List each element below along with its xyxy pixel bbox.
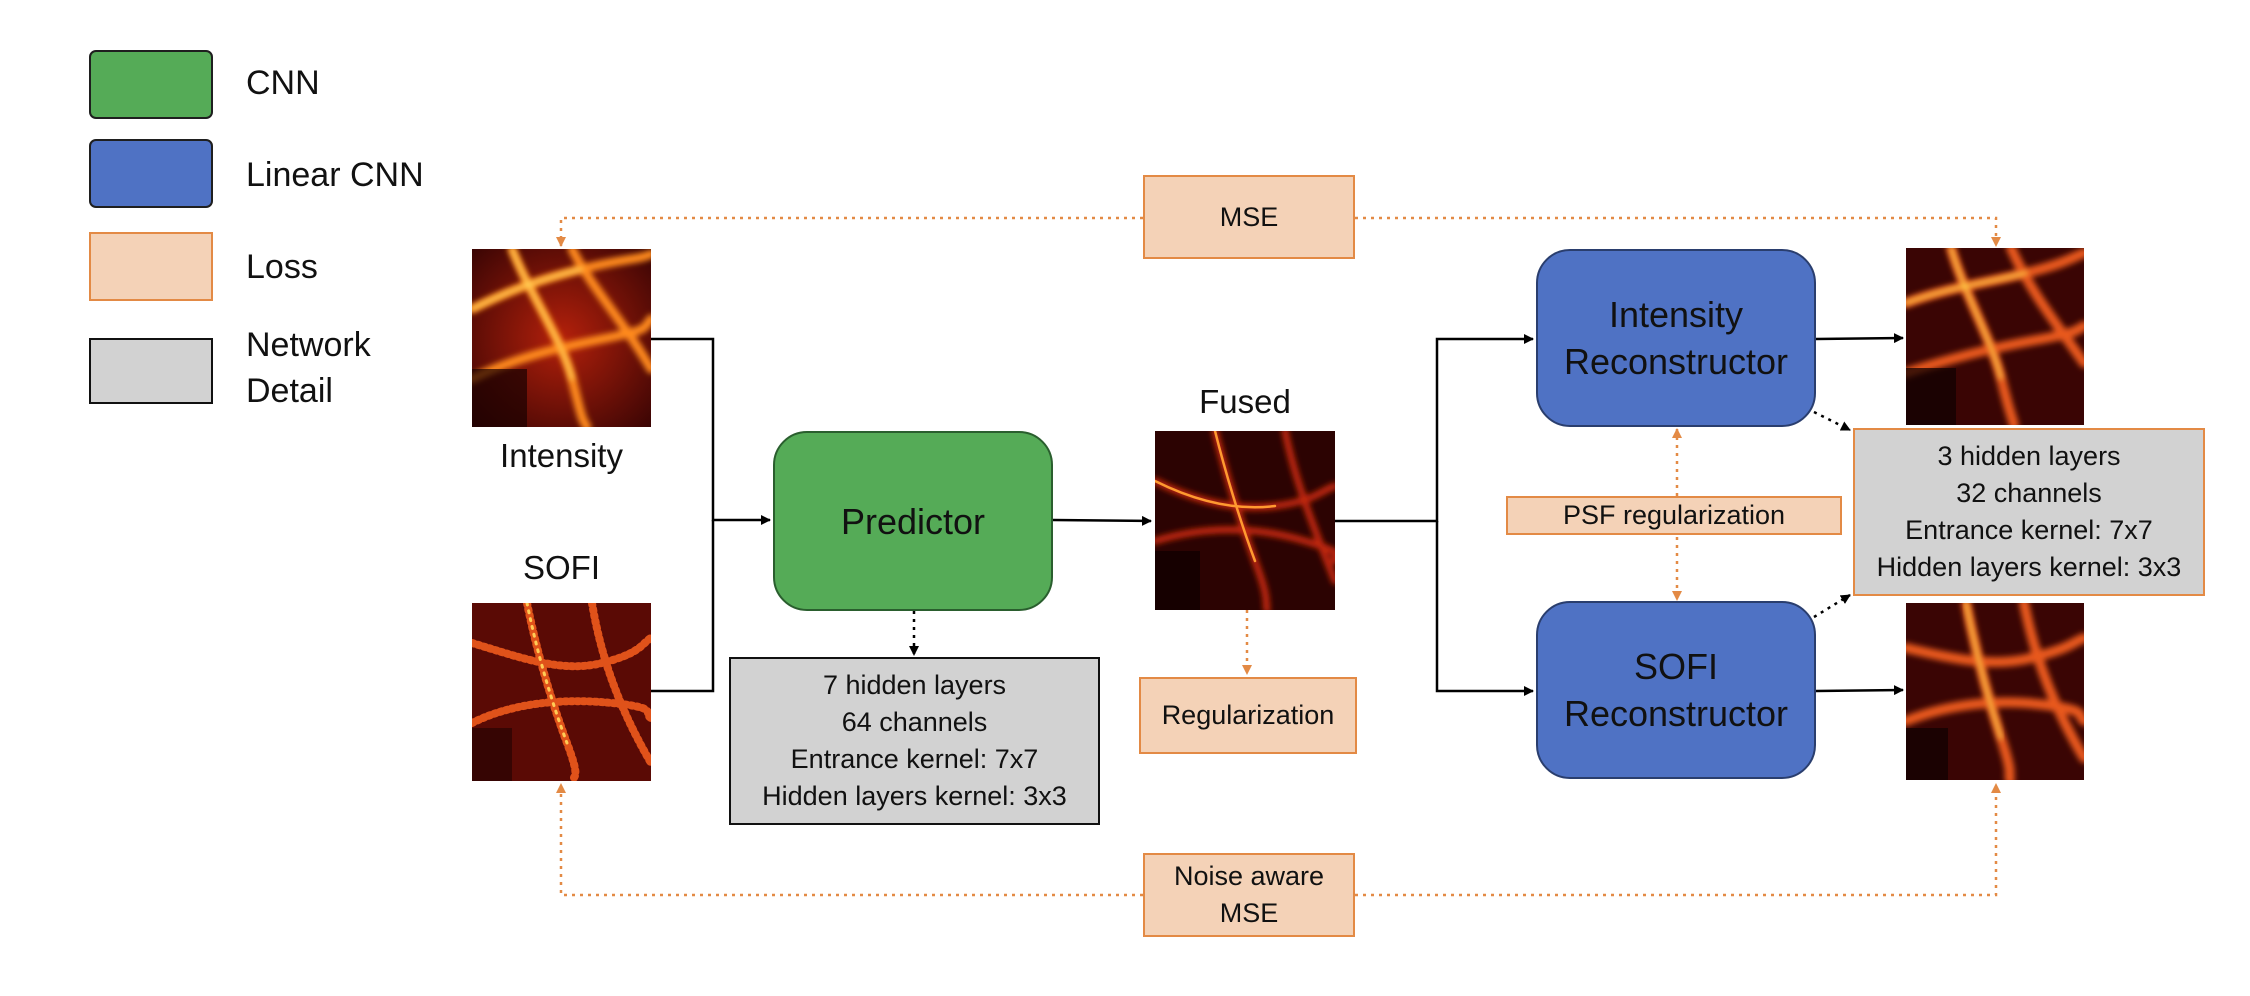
- predictor-node: Predictor: [773, 431, 1053, 611]
- legend-swatch-network-detail: [89, 338, 213, 404]
- reconstructor-detail-line-2: 32 channels: [1956, 478, 2102, 508]
- sofi-reconstructor-line-1: SOFI: [1633, 646, 1718, 687]
- legend-label-cnn: CNN: [246, 60, 506, 106]
- sofi-caption: SOFI: [522, 549, 600, 586]
- legend-label-linear-cnn: Linear CNN: [246, 152, 506, 198]
- sofi-reconstructor-line-2: Reconstructor: [1563, 693, 1789, 734]
- legend-label-cnn-text: CNN: [246, 64, 320, 102]
- loss-line-mse-right: [1355, 216, 2001, 247]
- reconstructor-detail-box: 3 hidden layers 32 channels Entrance ker…: [1853, 428, 2205, 596]
- arrow-fused-to-intensity-reconstructor: [1335, 334, 1534, 523]
- legend-swatch-loss: [89, 232, 213, 301]
- psf-regularization-loss-box: PSF regularization: [1506, 496, 1842, 535]
- intensity-reconstructor-line-2: Reconstructor: [1563, 341, 1789, 382]
- arrow-sofi-reconstructor-to-output: [1815, 685, 1904, 696]
- loss-line-noise-right: [1355, 783, 2001, 897]
- arrow-sofi-to-predictor: [651, 520, 715, 693]
- sofi-output-image: [1906, 603, 2084, 780]
- predictor-detail-line-3: Entrance kernel: 7x7: [790, 744, 1039, 774]
- legend-swatch-linear-cnn: [89, 139, 213, 208]
- arrow-intensity-reconstructor-to-output: [1815, 333, 1904, 344]
- regularization-label: Regularization: [1161, 700, 1335, 730]
- fused-image: [1155, 431, 1335, 610]
- legend-label-loss-text: Loss: [246, 248, 318, 286]
- legend-label-network-detail-line1: Network: [246, 326, 371, 364]
- noise-aware-mse-line-1: Noise aware: [1173, 861, 1325, 891]
- legend-label-network-detail: Network Detail: [246, 322, 506, 414]
- reconstructor-detail-line-3: Entrance kernel: 7x7: [1905, 515, 2153, 545]
- predictor-detail-line-4: Hidden layers kernel: 3x3: [762, 781, 1067, 811]
- legend-swatch-cnn: [89, 50, 213, 119]
- arrow-predictor-to-fused: [1052, 515, 1152, 526]
- psf-regularization-label: PSF regularization: [1562, 500, 1786, 530]
- loss-line-mse-left: [556, 216, 1143, 247]
- predictor-detail-box: 7 hidden layers 64 channels Entrance ker…: [729, 657, 1100, 825]
- regularization-loss-box: Regularization: [1139, 677, 1357, 754]
- noise-aware-mse-line-2: MSE: [1219, 898, 1279, 928]
- predictor-detail-line-1: 7 hidden layers: [822, 670, 1007, 700]
- arrow-fused-to-sofi-reconstructor: [1435, 521, 1534, 696]
- loss-line-noise-left: [556, 783, 1143, 897]
- predictor-label: Predictor: [840, 500, 986, 542]
- intensity-output-image: [1906, 248, 2084, 425]
- intensity-input-image: [472, 249, 651, 427]
- dotted-sofi-reconstructor-to-detail: [1813, 593, 1851, 619]
- legend-label-loss: Loss: [246, 244, 506, 290]
- legend-label-linear-cnn-text: Linear CNN: [246, 156, 424, 194]
- intensity-reconstructor-line-1: Intensity: [1608, 294, 1744, 335]
- mse-label: MSE: [1219, 201, 1279, 232]
- predictor-detail-line-2: 64 channels: [841, 707, 988, 737]
- mse-loss-box: MSE: [1143, 175, 1355, 259]
- reconstructor-detail-line-1: 3 hidden layers: [1937, 441, 2121, 471]
- intensity-caption: Intensity: [500, 437, 623, 474]
- sofi-reconstructor-node: SOFI Reconstructor: [1536, 601, 1816, 779]
- fused-caption: Fused: [1199, 383, 1291, 420]
- reconstructor-detail-line-4: Hidden layers kernel: 3x3: [1876, 552, 2182, 582]
- legend-label-network-detail-line2: Detail: [246, 372, 333, 410]
- noise-aware-mse-loss-box: Noise aware MSE: [1143, 853, 1355, 937]
- dotted-intensity-reconstructor-to-detail: [1813, 410, 1851, 432]
- intensity-reconstructor-node: Intensity Reconstructor: [1536, 249, 1816, 427]
- sofi-input-image: [472, 603, 651, 781]
- arrow-intensity-to-predictor: [651, 337, 771, 525]
